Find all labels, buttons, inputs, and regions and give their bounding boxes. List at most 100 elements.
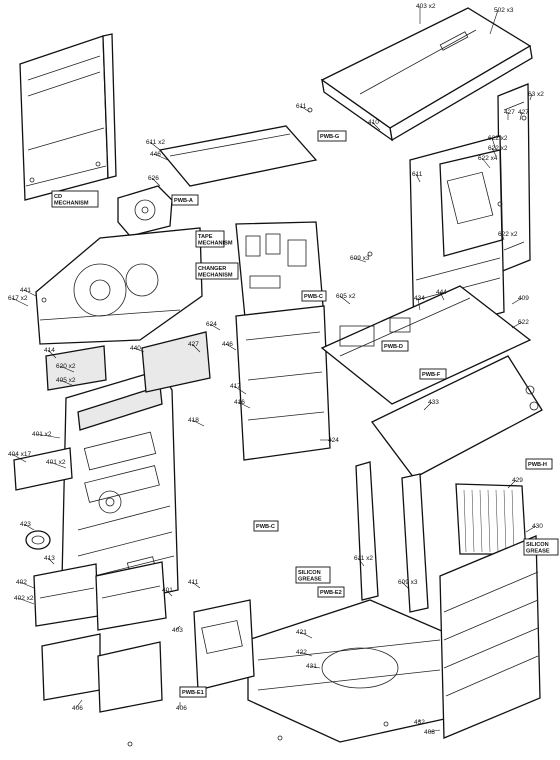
leader-line: [191, 343, 201, 353]
part-number-label: 409: [518, 295, 529, 302]
leader-line: [19, 581, 35, 589]
pwb-f-board: [320, 285, 532, 405]
part-number-label: 432: [414, 719, 425, 726]
boxed-label-frame: [301, 290, 327, 302]
boxed-label-frame: [195, 230, 225, 248]
top-cover: [320, 7, 533, 142]
leader-line: [165, 589, 173, 597]
pwb-e1-board: [193, 599, 255, 691]
boxed-label-text: PWB-A: [174, 198, 193, 204]
leader-line: [49, 461, 67, 469]
part-number-label: 620 x2: [56, 363, 76, 370]
leader-line: [23, 289, 37, 297]
boxed-label: PWB-H: [525, 458, 553, 470]
part-number-label: 423: [20, 521, 31, 528]
leader-line: [151, 177, 161, 187]
leader-line: [47, 557, 55, 565]
part-number-label: 622 x2: [488, 135, 508, 142]
leader-line: [417, 297, 421, 311]
part-number-label: 418: [188, 417, 199, 424]
boxed-label-text: PWB-H: [528, 462, 547, 468]
leader-line: [415, 173, 421, 183]
leader-line: [353, 257, 367, 263]
part-number-label: 404 x17: [8, 451, 32, 458]
pwb-h-board: [371, 355, 543, 479]
part-number-label: 430: [532, 523, 543, 530]
part-number-label: 446: [150, 151, 161, 158]
part-number-label: 427: [188, 341, 199, 348]
leader-line: [401, 581, 409, 589]
boxed-label-frame: [317, 586, 345, 598]
part-number-label: 401 x2: [32, 431, 52, 438]
part-number-label: 609 x3: [350, 255, 370, 262]
leader-line: [153, 153, 169, 161]
display-window: [13, 331, 211, 491]
leader-line: [299, 651, 313, 657]
part-number-label: 406: [72, 705, 83, 712]
part-number-label: 431: [306, 663, 317, 670]
leader-line: [525, 525, 537, 533]
boxed-label: PWB-C: [253, 520, 279, 532]
part-number-label: 416: [234, 399, 245, 406]
boxed-label: PWB-G: [317, 130, 347, 142]
part-number-label: 605 x2: [336, 293, 356, 300]
part-number-label: 441: [20, 287, 31, 294]
leader-line: [175, 625, 181, 631]
leader-line: [427, 729, 441, 733]
part-number-label: 421: [296, 629, 307, 636]
part-number-label: 402: [16, 579, 27, 586]
leader-line: [225, 343, 237, 351]
leader-line: [47, 349, 57, 359]
part-number-label: 440: [130, 345, 141, 352]
boxed-label: PWB-F: [419, 368, 447, 380]
leader-line: [309, 665, 321, 669]
boxed-label-frame: [317, 130, 347, 142]
leader-line: [439, 291, 445, 301]
leader-line: [209, 323, 221, 331]
leader-line: [507, 479, 517, 489]
right-rear-cabinet: [439, 535, 541, 739]
leader-line: [59, 379, 75, 387]
pwb-g-board: [158, 125, 318, 187]
boxed-label-text: PWB-C: [304, 294, 323, 300]
boxed-label-frame: [525, 458, 553, 470]
boxed-label: PWB-D: [381, 340, 409, 352]
boxed-label-text: PWB-C: [256, 524, 275, 530]
part-number-label: 429: [512, 477, 523, 484]
bottom-chassis: [247, 599, 459, 743]
cassette-doors: [33, 561, 167, 713]
leader-line: [299, 105, 311, 113]
part-number-label: 63 x2: [528, 91, 544, 98]
left-side-panel: [19, 33, 117, 201]
boxed-label-frame: [523, 538, 559, 556]
part-number-label: 626: [148, 175, 159, 182]
cd-mechanism: [117, 185, 173, 237]
part-number-label: 611: [412, 171, 423, 178]
part-number-label: 403 x2: [416, 3, 436, 10]
leader-lines: [11, 6, 537, 733]
part-number-label: 609 x3: [398, 579, 418, 586]
part-number-label: 622 x2: [488, 145, 508, 152]
leader-line: [11, 453, 27, 463]
part-number-label: 622: [518, 319, 529, 326]
leader-line: [233, 385, 247, 395]
changer-mechanism: [35, 227, 203, 345]
boxed-label: PWB-C: [301, 290, 327, 302]
boxed-label-frame: [195, 262, 239, 280]
rear-brackets: [355, 461, 429, 613]
leader-line: [23, 523, 35, 531]
rear-chassis: [409, 135, 505, 337]
boxed-label-frame: [171, 194, 199, 206]
volume-knob: [25, 530, 51, 550]
leader-line: [519, 111, 523, 121]
boxed-label-text: PWB-F: [422, 372, 441, 378]
boxed-label-text: PWB-D: [384, 344, 403, 350]
leader-line: [357, 557, 365, 567]
part-number-label: 624: [206, 321, 217, 328]
part-number-label: 611 x2: [354, 555, 373, 562]
